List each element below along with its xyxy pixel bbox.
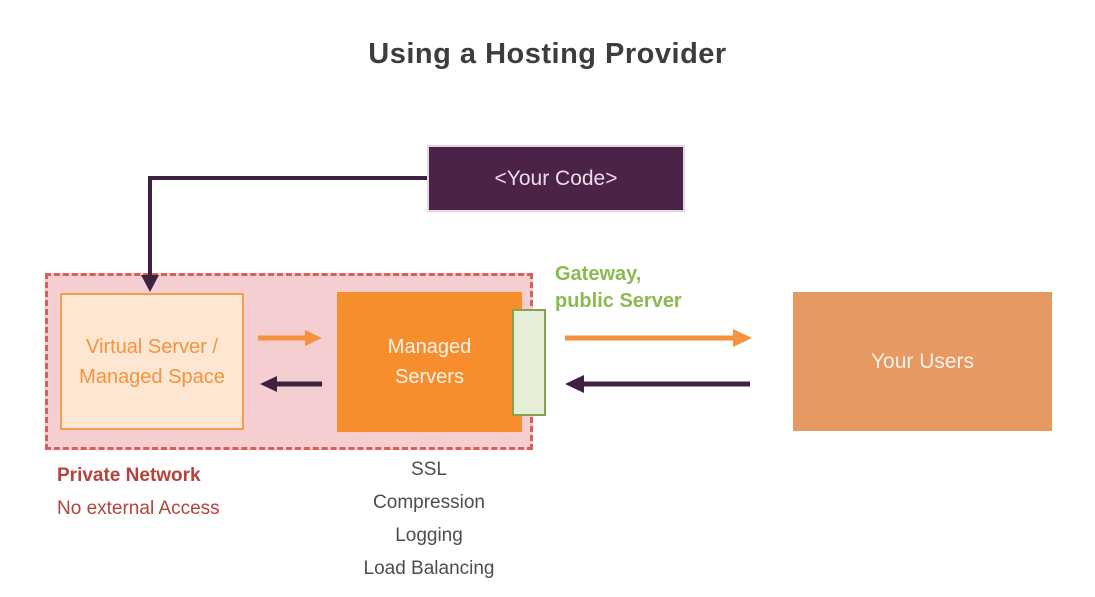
arrow-users-to-gateway bbox=[565, 375, 750, 393]
managed-servers-label-line1: Managed bbox=[387, 336, 472, 358]
private-network-caption-line2: No external Access bbox=[57, 498, 220, 519]
virtual-server-node: Virtual Server / Managed Space bbox=[60, 293, 244, 430]
managed-services-list: SSL Compression Logging Load Balancing bbox=[300, 455, 558, 587]
private-network-caption-line1: Private Network bbox=[57, 465, 201, 486]
gateway-label: Gateway, public Server bbox=[555, 261, 682, 315]
arrow-gateway-to-users bbox=[565, 329, 752, 347]
managed-servers-node: Managed Servers bbox=[337, 292, 522, 432]
your-users-node: Your Users bbox=[793, 292, 1052, 431]
virtual-server-label-line1: Virtual Server / bbox=[86, 335, 218, 358]
virtual-server-label-line2: Managed Space bbox=[79, 365, 225, 388]
page-title: Using a Hosting Provider bbox=[368, 38, 727, 70]
service-item-ssl: SSL bbox=[411, 459, 447, 480]
your-users-label: Your Users bbox=[870, 349, 975, 373]
gateway-bar bbox=[512, 309, 546, 416]
gateway-label-line1: Gateway, bbox=[555, 263, 642, 285]
gateway-label-line2: public Server bbox=[555, 290, 682, 312]
service-item-load-balancing: Load Balancing bbox=[363, 558, 495, 579]
your-code-label: <Your Code> bbox=[494, 166, 618, 190]
service-item-compression: Compression bbox=[373, 492, 485, 513]
private-network-caption: Private Network No external Access bbox=[57, 459, 220, 525]
your-code-node: <Your Code> bbox=[427, 145, 685, 212]
managed-servers-label-line2: Servers bbox=[395, 366, 464, 388]
service-item-logging: Logging bbox=[395, 525, 463, 546]
